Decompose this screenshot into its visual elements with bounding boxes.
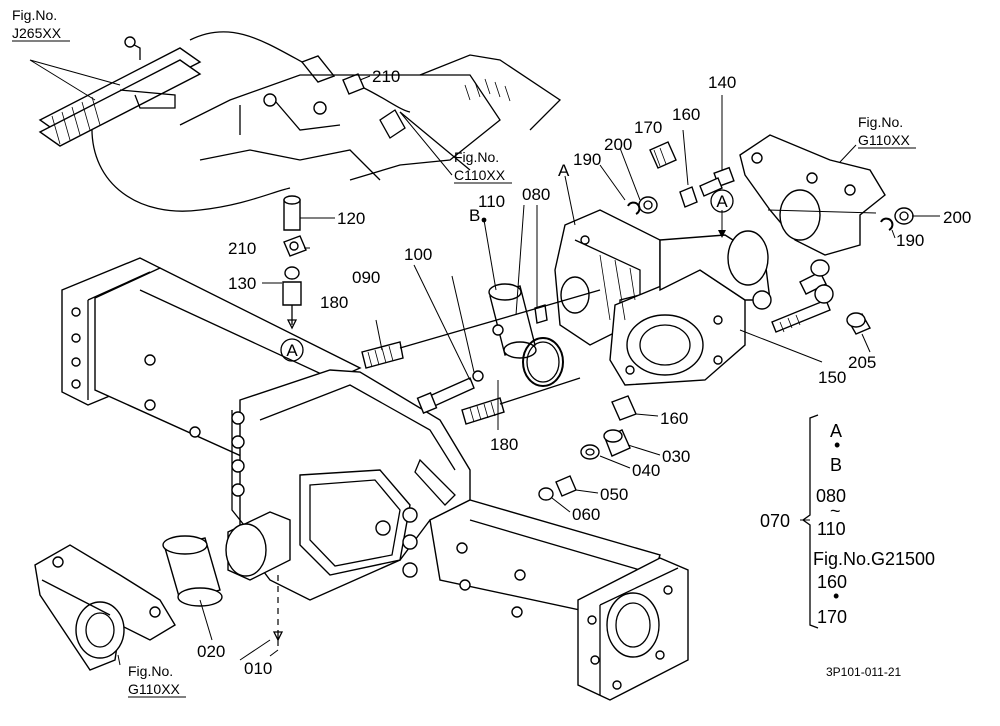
figure-references: Fig.No. J265XX Fig.No. C110XX Fig.No. G1… [12,7,916,698]
part-label-050: 050 [600,485,628,504]
leader-lines [29,59,940,666]
part-label-200: 200 [604,135,632,154]
svg-text:C110XX: C110XX [454,167,506,183]
part-label-140: 140 [708,73,736,92]
pin-080 [534,304,548,324]
svg-text:170: 170 [817,607,847,627]
part-label-180: 180 [490,435,518,454]
svg-text:Fig.No.: Fig.No. [858,114,903,130]
part-label-170: 170 [634,118,662,137]
part-labels: 210 120 210 130 180 090 100 110 080 B A … [197,67,971,678]
part-label-160: 160 [660,409,688,428]
front-support-left [34,544,176,671]
svg-text:A: A [286,341,298,360]
svg-text:110: 110 [817,519,846,539]
svg-text:A: A [830,421,842,441]
svg-text:Fig.No.: Fig.No. [12,7,57,23]
part-label-060: 060 [572,505,600,524]
svg-text:•: • [834,435,840,455]
svg-text:160: 160 [817,572,847,592]
part-label-210: 210 [228,239,256,258]
fig-ref-G110XX-left: Fig.No. G110XX [128,663,186,698]
part-label-040: 040 [632,461,660,480]
svg-text:Fig.No.G21500: Fig.No.G21500 [813,549,935,569]
part-label-010: 010 [244,659,272,678]
front-axle-housing [61,257,689,701]
part-label-190: 190 [896,231,924,250]
svg-text:•: • [833,586,839,606]
svg-text:G110XX: G110XX [858,132,911,148]
part-label-210: 210 [372,67,400,86]
fig-ref-J265XX: Fig.No. J265XX [12,7,70,42]
part-label-120: 120 [337,209,365,228]
part-label-100: 100 [404,245,432,264]
fig-ref-G110XX-right: Fig.No. G110XX [858,114,916,149]
o-ring [522,337,564,387]
fasteners [282,55,914,501]
part-label-160: 160 [672,105,700,124]
reference-marker-circle-A: A A [280,189,734,362]
assembly-label-070: 070 [760,511,790,531]
part-label-205: 205 [848,353,876,372]
part-label-030: 030 [662,447,690,466]
gear-case-A [554,209,771,386]
part-label-200: 200 [943,208,971,227]
hydraulic-hoses [38,31,471,212]
part-label-A: A [558,161,570,180]
part-label-080: 080 [522,185,550,204]
part-label-190: 190 [573,150,601,169]
assembly-070-brace: 070 A • B 080 ~ 110 Fig.No.G21500 160 • … [760,414,935,629]
svg-text:080: 080 [816,486,846,506]
part-label-090: 090 [352,268,380,287]
drawing-code: 3P101-011-21 [826,665,901,679]
svg-text:Fig.No.: Fig.No. [454,149,499,165]
svg-text:~: ~ [830,501,841,521]
part-label-020: 020 [197,642,225,661]
bearing-cap-B [488,283,537,359]
part-label-B: B [469,206,480,225]
svg-text:G110XX: G110XX [128,681,181,697]
bushing-020 [162,535,223,607]
part-label-130: 130 [228,274,256,293]
part-label-180: 180 [320,293,348,312]
part-label-150: 150 [818,368,846,387]
svg-text:A: A [716,192,728,211]
fig-ref-C110XX: Fig.No. C110XX [454,149,512,184]
svg-text:B: B [830,455,842,475]
frame-C110XX [179,54,562,181]
part-label-110: 110 [478,192,505,211]
front-support-right [739,134,886,256]
svg-text:Fig.No.: Fig.No. [128,663,173,679]
svg-text:J265XX: J265XX [12,25,62,41]
